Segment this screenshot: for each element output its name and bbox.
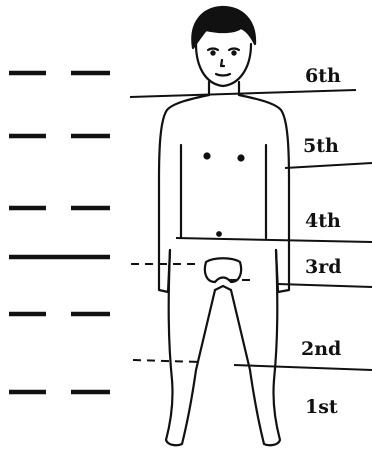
chest-left xyxy=(205,154,210,159)
navel xyxy=(217,232,221,236)
right-eye xyxy=(229,49,239,51)
label-6th: 6th xyxy=(305,67,341,86)
nose xyxy=(221,60,224,66)
label-4th: 4th xyxy=(305,212,341,231)
left-eye xyxy=(208,49,218,51)
label-2nd: 2nd xyxy=(301,340,341,359)
division-line-5 xyxy=(285,163,372,168)
division-line-3-ext xyxy=(278,284,372,287)
division-line-4 xyxy=(176,238,372,242)
division-line-2 xyxy=(234,365,372,370)
hexagram-symbols xyxy=(9,73,110,392)
label-3rd: 3rd xyxy=(305,258,342,277)
human-figure xyxy=(159,7,289,445)
label-1st: 1st xyxy=(305,398,338,417)
mouth xyxy=(216,74,230,76)
hair xyxy=(192,7,255,48)
division-line-2-dashed xyxy=(133,360,200,362)
torso-outline xyxy=(159,95,209,292)
chest-right xyxy=(239,156,244,161)
label-5th: 5th xyxy=(303,137,339,156)
groin xyxy=(205,258,241,282)
